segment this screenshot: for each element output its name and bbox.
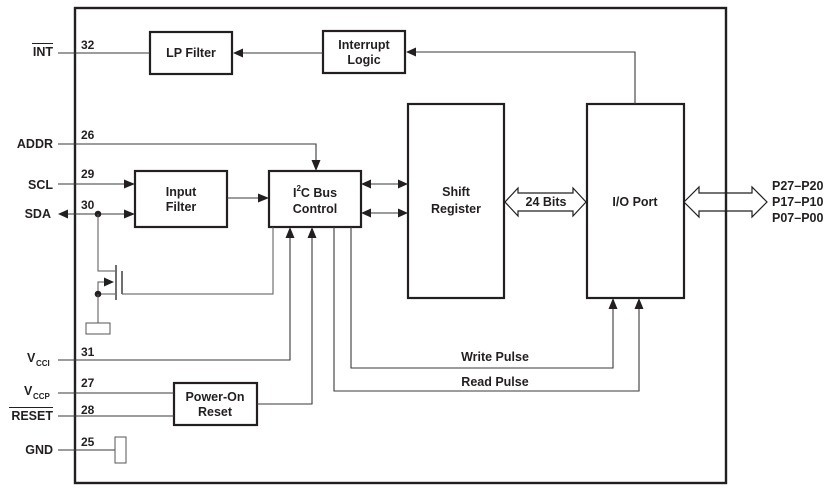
io-port-label: I/O Port bbox=[612, 195, 658, 209]
sda-transistor-icon bbox=[85, 214, 274, 335]
arrow-addr-into-i2c bbox=[311, 160, 321, 171]
pin-vcci-number: 31 bbox=[81, 345, 95, 359]
pin-vccp-number: 27 bbox=[81, 376, 95, 390]
pin-reset-label: RESET bbox=[11, 409, 53, 423]
pin-int-label: INT bbox=[33, 45, 54, 59]
i2c-label-line1: I2C Bus bbox=[293, 184, 337, 200]
chip-outline bbox=[73, 6, 728, 485]
arrow-scl-into-input-filter bbox=[124, 179, 135, 189]
i2c-label-superscript: 2 bbox=[296, 184, 301, 193]
i2c-label-line2: Control bbox=[293, 202, 337, 216]
interrupt-logic-block: Interrupt Logic bbox=[321, 29, 407, 75]
port-lines-label-2: P17–P10 bbox=[772, 195, 823, 209]
pin-vccp-label: V bbox=[24, 384, 33, 398]
i2c-label-suffix: C Bus bbox=[301, 186, 337, 200]
arrow-into-lp-filter bbox=[233, 48, 243, 58]
power-on-reset-block: Power-On Reset bbox=[172, 381, 259, 427]
pin-scl-label: SCL bbox=[28, 178, 53, 192]
gnd-symbol bbox=[114, 436, 127, 464]
shift-register-label-1: Shift bbox=[442, 185, 471, 199]
i2c-label-prefix: I bbox=[293, 186, 296, 200]
pin-reset-number: 28 bbox=[81, 403, 95, 417]
shift-register-block: Shift Register bbox=[406, 102, 506, 300]
power-on-reset-label-1: Power-On bbox=[185, 390, 244, 404]
i2c-bus-control-block: I2C Bus Control bbox=[267, 169, 363, 229]
power-on-reset-label-2: Reset bbox=[198, 405, 233, 419]
arrow-i2c-shift-1-left bbox=[361, 179, 371, 189]
wire-read-pulse bbox=[333, 227, 640, 392]
arrow-into-interrupt-logic bbox=[406, 47, 416, 57]
arrow-i2c-shift-2-left bbox=[361, 208, 371, 218]
arrow-i2c-shift-2-right bbox=[398, 208, 408, 218]
arrow-sda-into-input-filter bbox=[124, 209, 135, 219]
pin-addr-number: 26 bbox=[81, 128, 95, 142]
read-pulse-label: Read Pulse bbox=[461, 375, 528, 389]
io-port-block: I/O Port bbox=[585, 102, 686, 300]
wire-write-pulse bbox=[350, 227, 614, 369]
pin-vcci-label: V bbox=[27, 351, 36, 365]
arrow-read-pulse-into-io bbox=[634, 298, 644, 309]
lp-filter-block: LP Filter bbox=[148, 30, 234, 76]
pin-sda: SDA 30 bbox=[25, 198, 95, 221]
pin-vccp-subscript: CCP bbox=[33, 392, 51, 401]
pin-scl-number: 29 bbox=[81, 167, 95, 181]
pin-int-number: 32 bbox=[81, 38, 95, 52]
pin-scl: SCL 29 bbox=[28, 167, 95, 192]
wire-addr bbox=[58, 143, 317, 160]
port-lines-label-1: P27–P20 bbox=[772, 179, 823, 193]
pin-addr-label: ADDR bbox=[17, 137, 53, 151]
write-pulse-label: Write Pulse bbox=[461, 350, 529, 364]
pin-gnd-label: GND bbox=[25, 443, 53, 457]
pin-gnd-number: 25 bbox=[81, 435, 95, 449]
bus-label-24-bits: 24 Bits bbox=[526, 195, 567, 209]
bus-arrow-24-bits bbox=[504, 186, 587, 218]
arrow-i2c-shift-1-right bbox=[398, 179, 408, 189]
interrupt-logic-label-2: Logic bbox=[347, 53, 380, 67]
wire-por-to-i2c bbox=[257, 238, 313, 405]
port-lines-label-3: P07–P00 bbox=[772, 211, 823, 225]
wire-ioport-to-interrupt bbox=[416, 51, 636, 104]
lp-filter-label: LP Filter bbox=[166, 46, 216, 60]
pin-sda-label: SDA bbox=[25, 207, 51, 221]
interrupt-logic-label-1: Interrupt bbox=[338, 38, 390, 52]
pin-reset: RESET 28 bbox=[9, 403, 95, 423]
arrow-into-i2c bbox=[258, 193, 269, 203]
pin-vcci-subscript: CCI bbox=[36, 359, 50, 368]
pin-gnd: GND 25 bbox=[25, 435, 94, 457]
wire-vcci bbox=[58, 238, 291, 361]
pin-int: INT 32 bbox=[32, 38, 95, 59]
arrow-sda-out bbox=[58, 209, 68, 219]
arrow-write-pulse-into-io bbox=[608, 298, 618, 309]
input-filter-label-2: Filter bbox=[166, 200, 197, 214]
shift-register-label-2: Register bbox=[431, 202, 481, 216]
input-filter-block: Input Filter bbox=[133, 169, 229, 229]
input-filter-label-1: Input bbox=[166, 185, 197, 199]
pin-vccp: V CCP 27 bbox=[24, 376, 95, 401]
arrow-vcci-into-i2c bbox=[285, 227, 295, 238]
pin-vcci: V CCI 31 bbox=[27, 345, 95, 368]
pin-addr: ADDR 26 bbox=[17, 128, 95, 151]
pin-sda-number: 30 bbox=[81, 198, 95, 212]
arrow-por-into-i2c bbox=[307, 227, 317, 238]
